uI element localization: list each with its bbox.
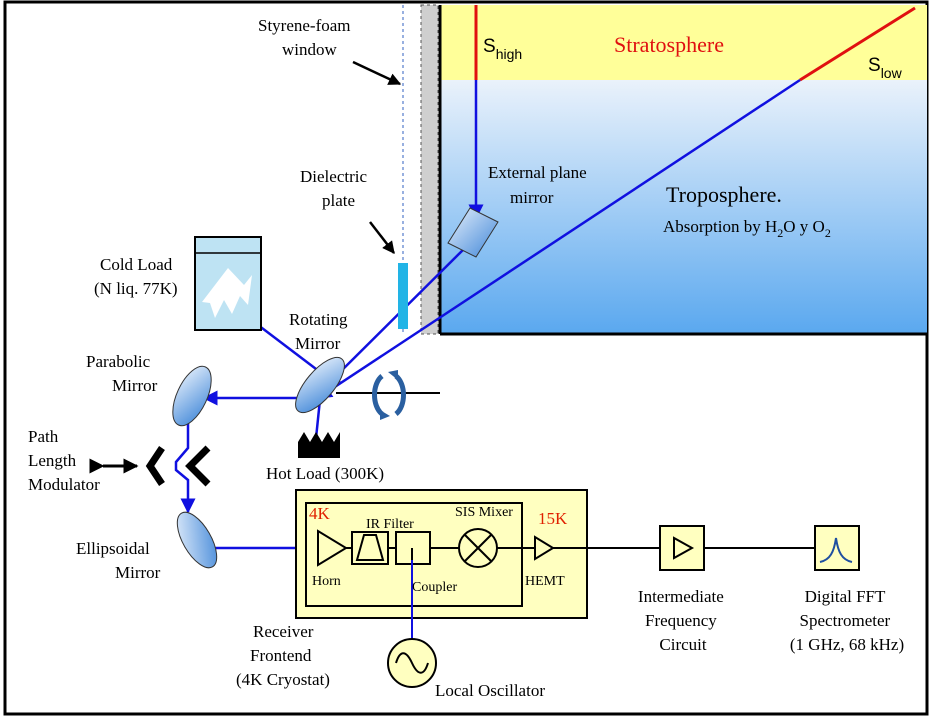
stratosphere-label: Stratosphere	[614, 32, 724, 57]
stratosphere-band	[440, 5, 927, 80]
dielectric-plate-label: Dielectric plate	[300, 167, 371, 210]
sis-mixer-label: SIS Mixer	[455, 505, 513, 520]
rotating-mirror-label: Rotating Mirror	[289, 310, 352, 353]
spectrometer-label: Digital FFT Spectrometer (1 GHz, 68 kHz)	[790, 587, 904, 654]
troposphere-label: Troposphere.	[666, 182, 782, 207]
beam-path-modulator	[174, 400, 196, 514]
rotation-arrow-icon	[372, 370, 406, 420]
s-high-label: Shigh	[483, 36, 522, 62]
coupler-icon	[395, 531, 431, 565]
external-mirror-label: External plane mirror	[488, 163, 591, 207]
styrene-window-label: Styrene-foam window	[258, 16, 355, 59]
styrene-foam-window	[402, 4, 439, 335]
outer-frame	[3, 0, 929, 716]
local-oscillator-label: Local Oscillator	[435, 681, 545, 700]
coupler-label: Coupler	[412, 580, 457, 595]
temp-4k-label: 4K	[309, 504, 331, 523]
cold-load-absorber	[202, 268, 252, 318]
hot-load-absorber	[298, 432, 340, 458]
if-circuit-label: Intermediate Frequency Circuit	[638, 587, 728, 654]
receiver-frontend-label: Receiver Frontend (4K Cryostat)	[236, 622, 330, 689]
hot-load-label: Hot Load (300K)	[266, 464, 384, 483]
parabolic-mirror	[172, 365, 212, 427]
external-plane-mirror	[447, 207, 499, 258]
hemt-label: HEMT	[525, 574, 565, 589]
ir-filter-label: IR Filter	[366, 517, 414, 532]
horn-label: Horn	[312, 574, 341, 589]
dielectric-pointer-arrow	[369, 221, 395, 254]
sis-mixer-icon	[458, 528, 498, 568]
local-oscillator-icon	[387, 638, 437, 688]
parabolic-mirror-label: Parabolic Mirror	[86, 352, 158, 395]
beam-low-to-rotating	[316, 78, 801, 400]
temp-15k-label: 15K	[538, 509, 568, 528]
ellipsoidal-mirror	[176, 511, 218, 569]
s-low-label: Slow	[868, 55, 903, 81]
ir-filter-icon	[351, 531, 389, 565]
rotating-mirror	[295, 356, 345, 414]
cold-load-label: Cold Load (N liq. 77K)	[94, 255, 178, 298]
atmosphere-panel	[438, 5, 927, 336]
ellipsoidal-mirror-label: Ellipsoidal Mirror	[76, 539, 161, 582]
horn-icon	[317, 529, 348, 567]
dielectric-plate	[398, 263, 408, 329]
path-length-modulator-label: Path Length Modulator	[28, 427, 100, 494]
spectrometer-icon	[814, 525, 860, 571]
troposphere-band	[440, 80, 927, 334]
path-length-modulator	[89, 445, 211, 487]
hemt-amplifier-icon	[534, 535, 555, 561]
absorption-label: Absorption by H2O y O2	[663, 217, 831, 240]
cold-load	[194, 236, 262, 331]
s-low-red-line	[799, 6, 916, 82]
window-pointer-arrow	[352, 60, 402, 86]
if-circuit-icon	[659, 525, 705, 571]
